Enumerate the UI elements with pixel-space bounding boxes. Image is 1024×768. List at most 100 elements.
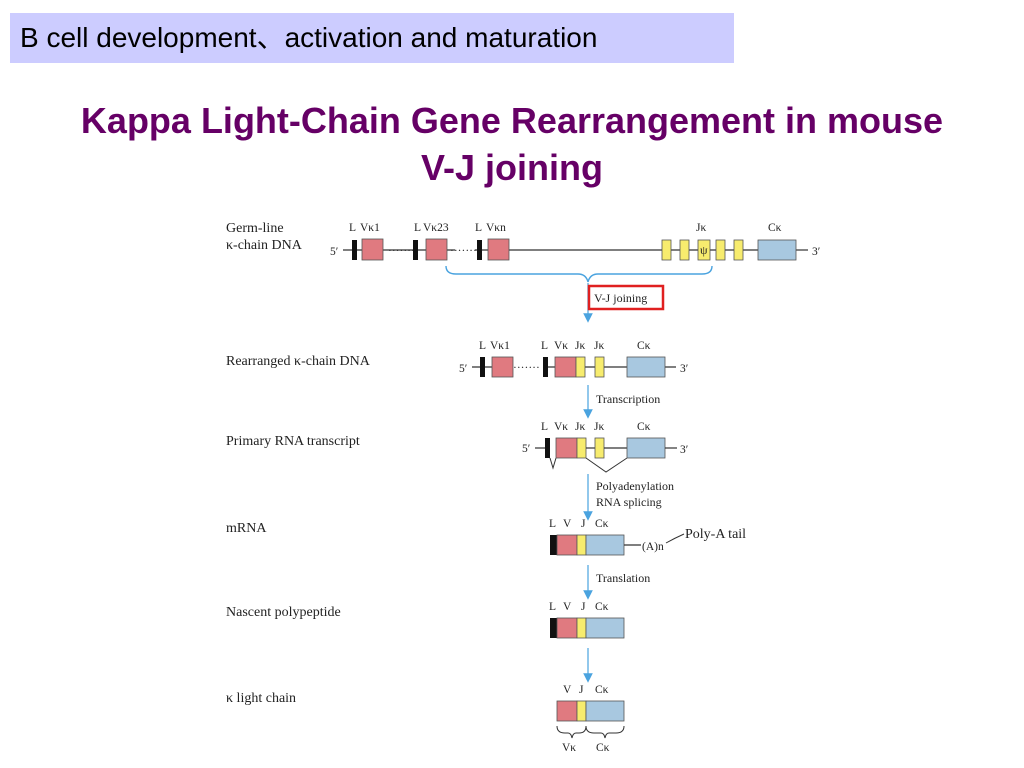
germline-label: Germ-line — [226, 221, 284, 236]
v-segment — [487, 238, 510, 261]
c-segment — [626, 356, 666, 378]
jk-label: Jκ — [594, 340, 604, 352]
j-pseudogene — [697, 239, 711, 261]
ck-label: Cκ — [637, 340, 651, 352]
polyadenylation-label: Polyadenylation — [596, 479, 674, 493]
rearranged-3prime: 3′ — [680, 363, 688, 375]
leader-exon — [545, 438, 550, 458]
j-segment — [576, 534, 587, 556]
germline-3prime: 3′ — [812, 246, 820, 258]
vj-joining-label: V-J joining — [594, 291, 647, 305]
leader-exon — [543, 357, 548, 377]
rna-splicing-label: RNA splicing — [596, 495, 662, 509]
j-label: J — [581, 601, 586, 613]
germline-gap-2: ······· — [450, 245, 477, 257]
j-segment — [679, 239, 690, 261]
ck-brace — [585, 725, 625, 739]
vk-brace — [556, 725, 587, 739]
rearranged-5prime: 5′ — [459, 363, 467, 375]
v-segment — [491, 356, 514, 378]
translation-label: Translation — [596, 571, 650, 585]
v-segment — [361, 238, 384, 261]
leader-peptide — [550, 618, 557, 638]
germline-dna: ······· ······· 5′ 3′ L Vκ1 L Vκ23 L Vκn… — [330, 222, 820, 283]
v-segment — [555, 437, 578, 459]
germline-gap-1: ······· — [388, 245, 415, 257]
j-region — [576, 700, 587, 722]
slide-title: Kappa Light-Chain Gene Rearrangement in … — [80, 100, 944, 141]
c-segment — [626, 437, 666, 459]
leader-exon — [550, 535, 557, 555]
light-chain-label: κ light chain — [226, 691, 296, 706]
v-segment — [554, 356, 577, 378]
primary-transcript-label: Primary RNA transcript — [226, 434, 360, 449]
rearranged-label: Rearranged κ-chain DNA — [226, 354, 371, 369]
vk23-label: Vκ23 — [423, 222, 449, 234]
leader-exon — [477, 240, 482, 260]
mrna-label: mRNA — [226, 521, 267, 536]
v-region — [556, 617, 578, 639]
leader-exon — [480, 357, 485, 377]
leader-label: L — [541, 340, 548, 352]
rearranged-gap: ······· — [513, 362, 540, 374]
nascent-polypeptide-label: Nascent polypeptide — [226, 605, 341, 620]
primary-5prime: 5′ — [522, 443, 530, 455]
j-label: J — [579, 684, 584, 696]
jk-label: Jκ — [575, 340, 585, 352]
primary-transcript: 5′ 3′ L Vκ Jκ Jκ Cκ — [522, 421, 688, 473]
kappa-light-chain: V J Cκ Vκ Cκ — [556, 684, 625, 754]
psi-label: ψ — [700, 243, 708, 257]
rearranged-dna: ······· 5′ 3′ L Vκ1 L Vκ Jκ Jκ Cκ — [459, 340, 688, 378]
leader-label: L — [479, 340, 486, 352]
vk-label: Vκ — [554, 421, 568, 433]
j-segment — [575, 356, 586, 378]
j-segment — [576, 437, 587, 459]
polya-tail-label: Poly-A tail — [685, 527, 746, 542]
vj-joining-highlight — [587, 284, 665, 311]
ck-label: Cκ — [637, 421, 651, 433]
vk-label: Vκ — [554, 340, 568, 352]
v-segment — [556, 534, 578, 556]
j-segment — [715, 239, 726, 261]
j-label: J — [581, 518, 586, 530]
ck-label: Cκ — [595, 601, 609, 613]
c-segment — [585, 534, 625, 556]
j-segment — [594, 437, 605, 459]
slide-subtitle: V-J joining — [420, 147, 603, 188]
j-segment — [661, 239, 672, 261]
ck-label: Cκ — [768, 222, 782, 234]
ck-domain-label: Cκ — [596, 742, 610, 754]
vk1-label: Vκ1 — [360, 222, 380, 234]
leader-label: L — [541, 421, 548, 433]
mrna: (A)n Poly-A tail L V J Cκ — [549, 518, 746, 556]
j-segment — [594, 356, 605, 378]
vk-domain-label: Vκ — [562, 742, 576, 754]
jk-label: Jκ — [594, 421, 604, 433]
transcription-label: Transcription — [596, 392, 660, 406]
nascent-polypeptide: L V J Cκ — [549, 601, 625, 639]
leader-exon — [352, 240, 357, 260]
leader-exon — [413, 240, 418, 260]
c-region — [585, 700, 625, 722]
v-label: V — [563, 518, 572, 530]
v-label: V — [563, 601, 572, 613]
vkn-label: Vκn — [486, 222, 506, 234]
polya-label: (A)n — [642, 541, 664, 553]
v-region — [556, 700, 578, 722]
join-bracket — [445, 265, 713, 283]
primary-3prime: 3′ — [680, 444, 688, 456]
c-segment — [757, 239, 797, 261]
j-segment — [733, 239, 744, 261]
jk-label: Jκ — [696, 222, 706, 234]
leader-label: L — [349, 222, 356, 234]
c-region — [585, 617, 625, 639]
v-label: V — [563, 684, 572, 696]
section-header: B cell development、activation and matura… — [10, 13, 734, 63]
germline-5prime: 5′ — [330, 246, 338, 258]
jk-label: Jκ — [575, 421, 585, 433]
ck-label: Cκ — [595, 518, 609, 530]
leader-label: L — [475, 222, 482, 234]
leader-label: L — [549, 518, 556, 530]
j-region — [576, 617, 587, 639]
